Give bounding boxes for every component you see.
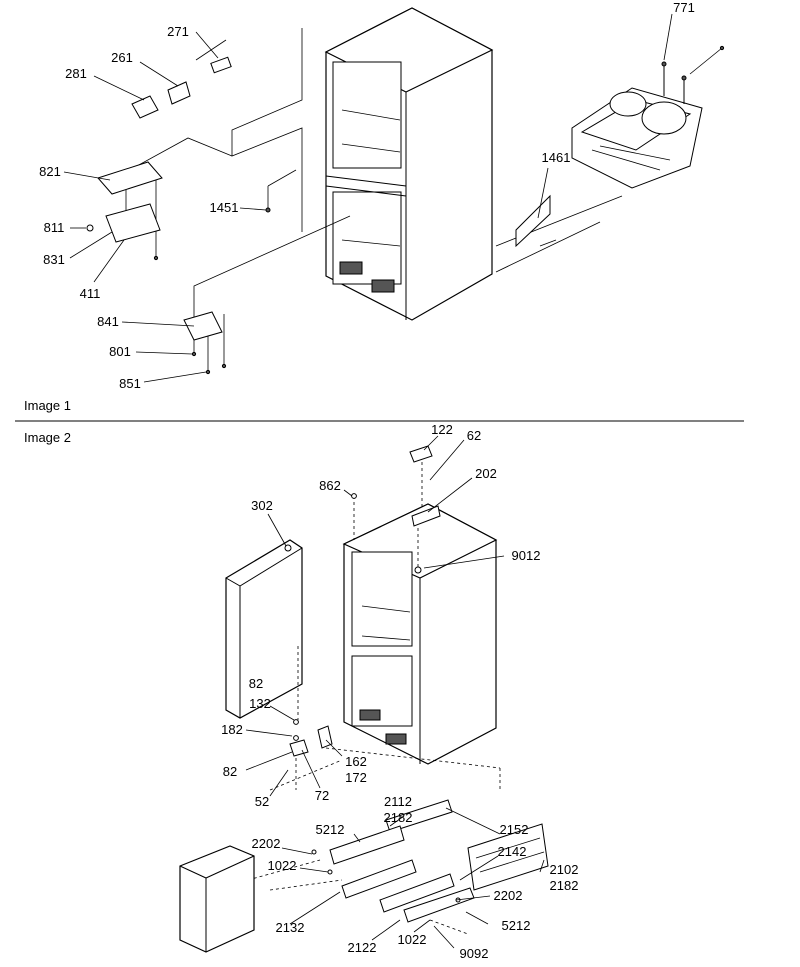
drawer-rails xyxy=(247,799,549,935)
label-62: 62 xyxy=(467,428,481,443)
label-9012: 9012 xyxy=(512,548,541,563)
label-122: 122 xyxy=(431,422,453,437)
label-831: 831 xyxy=(43,252,65,267)
label-132: 132 xyxy=(249,696,271,711)
freezer-drawer-front xyxy=(179,845,255,953)
upper-door xyxy=(225,539,303,719)
label-1022-bottom: 1022 xyxy=(398,932,427,947)
image2-label-leaders xyxy=(245,435,545,949)
image1-diagram: 771 271 261 281 821 1461 1451 811 831 41… xyxy=(39,0,725,391)
label-82-bottom: 82 xyxy=(223,764,237,779)
label-821: 821 xyxy=(39,164,61,179)
label-5212-top: 5212 xyxy=(316,822,345,837)
label-2142: 2142 xyxy=(498,844,527,859)
compressor-assembly xyxy=(571,45,725,189)
label-841: 841 xyxy=(97,314,119,329)
caption-image-1: Image 1 xyxy=(24,398,71,413)
label-2182-top: 2182 xyxy=(384,810,413,825)
label-1022-top: 1022 xyxy=(268,858,297,873)
label-411: 411 xyxy=(80,286,101,301)
label-172: 172 xyxy=(345,770,367,785)
label-302: 302 xyxy=(251,498,273,513)
label-801: 801 xyxy=(109,344,131,359)
label-5212-bottom: 5212 xyxy=(502,918,531,933)
label-182: 182 xyxy=(221,722,243,737)
image2-diagram: 122 62 202 862 302 9012 82 132 182 82 16… xyxy=(179,422,579,961)
cabinet-2 xyxy=(342,503,498,765)
label-1461: 1461 xyxy=(542,150,571,165)
image1-label-leaders xyxy=(63,13,673,383)
label-2152: 2152 xyxy=(500,822,529,837)
label-82-top: 82 xyxy=(249,676,263,691)
image1-parts xyxy=(86,56,551,375)
label-862: 862 xyxy=(319,478,341,493)
label-771: 771 xyxy=(673,0,695,15)
label-202: 202 xyxy=(475,466,497,481)
label-2122: 2122 xyxy=(348,940,377,955)
top-hinge-parts xyxy=(351,445,441,574)
caption-image-2: Image 2 xyxy=(24,430,71,445)
label-2112: 2112 xyxy=(384,794,412,809)
label-1451: 1451 xyxy=(210,200,239,215)
label-811: 811 xyxy=(44,220,65,235)
label-281: 281 xyxy=(65,66,87,81)
label-2202-bottom: 2202 xyxy=(494,888,523,903)
label-271: 271 xyxy=(167,24,189,39)
label-72: 72 xyxy=(315,788,329,803)
label-162: 162 xyxy=(345,754,367,769)
label-2202-top: 2202 xyxy=(252,836,281,851)
label-2102: 2102 xyxy=(550,862,579,877)
label-2132: 2132 xyxy=(276,920,305,935)
label-9092: 9092 xyxy=(460,946,489,961)
label-52: 52 xyxy=(255,794,269,809)
label-851: 851 xyxy=(119,376,141,391)
label-261: 261 xyxy=(111,50,133,65)
cabinet-1 xyxy=(324,7,494,321)
label-2182-bottom: 2182 xyxy=(550,878,579,893)
